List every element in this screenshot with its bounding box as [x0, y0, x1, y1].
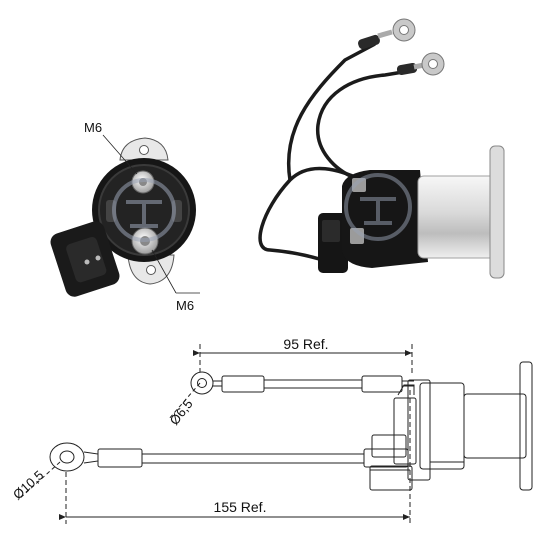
product-photo [258, 18, 505, 279]
watermark-logo [112, 178, 176, 242]
photo-flange [489, 145, 505, 279]
dimension-drawing [17, 344, 533, 524]
dim-label-95: 95 Ref. [283, 336, 328, 352]
watermark-logo-photo [344, 173, 412, 241]
drawn-solenoid-body [369, 361, 533, 491]
photo-cylinder [417, 175, 497, 259]
ring-terminal-lower [396, 52, 445, 76]
cable-upper [258, 166, 363, 264]
thread-label-bottom: M6 [176, 298, 194, 313]
drawn-eyelet-large [49, 442, 85, 472]
diameter-label-small: Ø6,5 [167, 396, 196, 427]
ring-terminal-upper [358, 18, 416, 50]
dim-label-155: 155 Ref. [214, 499, 267, 515]
drawn-eyelet-small [190, 371, 214, 395]
thread-label-top: M6 [84, 120, 102, 135]
cable-lower [316, 68, 416, 180]
front-view: M6 M6 [50, 120, 200, 313]
diameter-label-large: Ø10,5 [10, 467, 46, 502]
